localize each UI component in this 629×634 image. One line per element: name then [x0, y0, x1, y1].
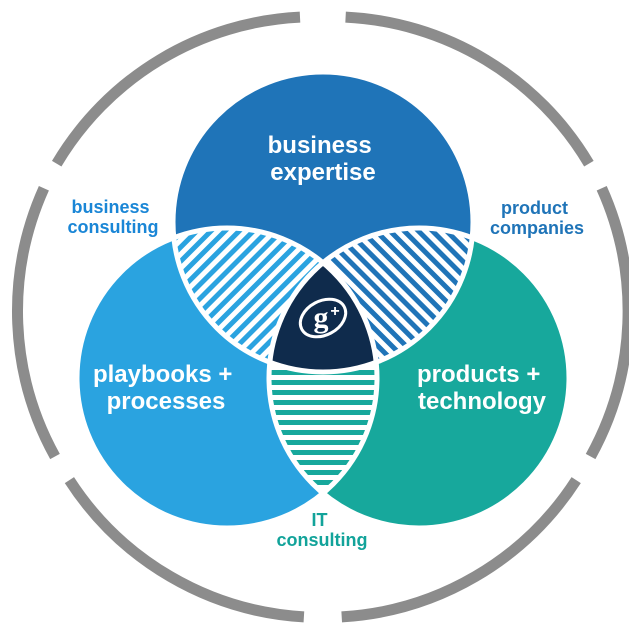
label-business-expertise: business expertise: [268, 132, 379, 186]
svg-text:+: +: [330, 303, 339, 320]
ring-segment: [64, 477, 305, 623]
circle-outlines: [74, 69, 572, 531]
gt-logo-icon: g +: [298, 297, 348, 339]
ring-segment: [585, 185, 629, 460]
label-products-technology: products + technology: [417, 361, 547, 415]
label-it-consulting: IT consulting: [277, 510, 368, 550]
overlap-top-right: [269, 228, 473, 372]
ring-segment: [51, 11, 301, 167]
ring-segment: [345, 11, 594, 167]
center-intersection: [269, 228, 377, 372]
svg-text:g: g: [314, 301, 329, 334]
outer-ring: [12, 11, 629, 623]
ring-segment: [12, 185, 60, 460]
ring-segment: [341, 477, 581, 623]
label-playbooks-processes: playbooks + processes: [93, 361, 239, 415]
overlap-top-left: [173, 228, 377, 372]
label-product-companies: product companies: [490, 198, 584, 238]
label-business-consulting: business consulting: [68, 197, 159, 237]
